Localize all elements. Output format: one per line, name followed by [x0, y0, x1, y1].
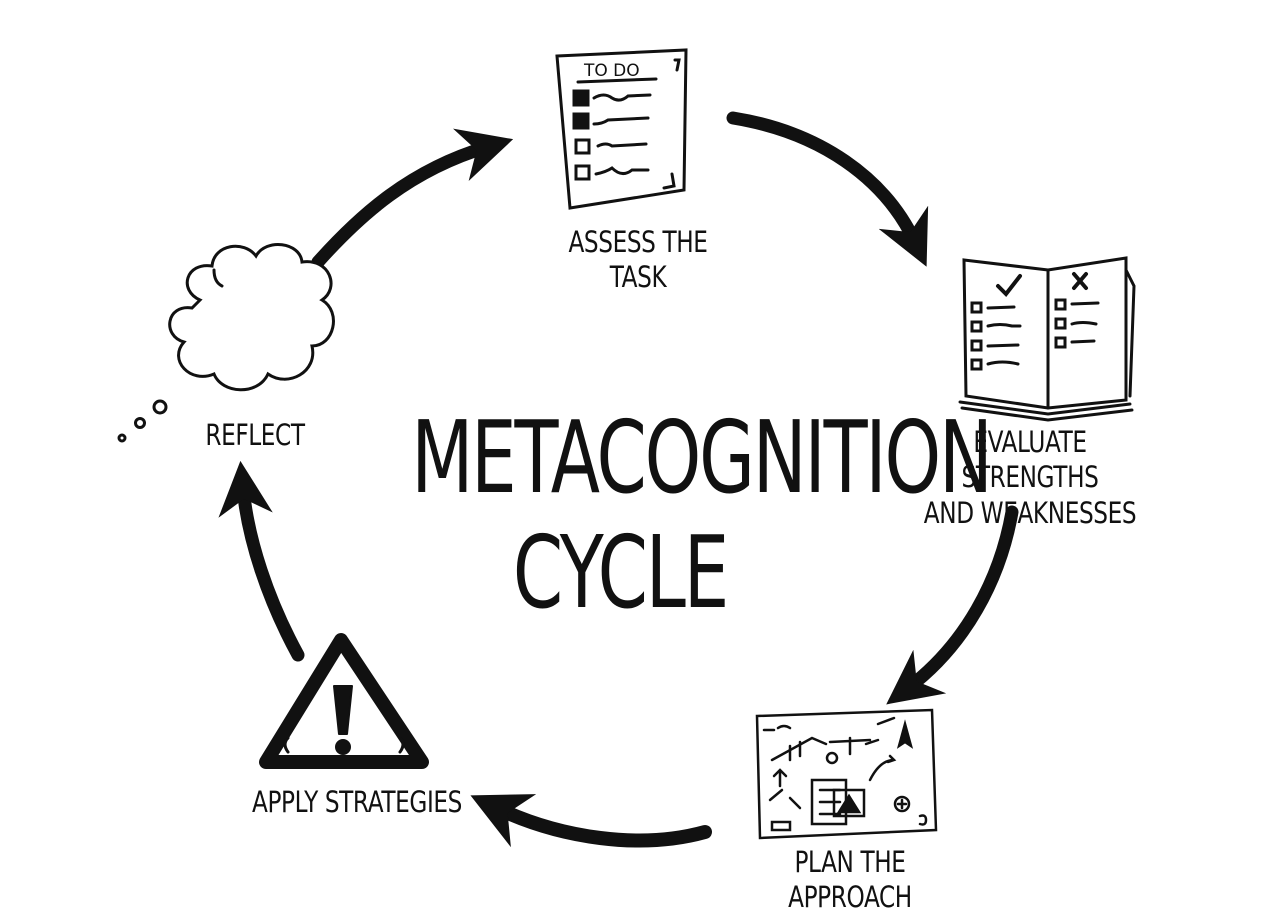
arrow-apply-to-reflect	[218, 460, 305, 662]
step-label-apply: APPLY STRATEGIES	[251, 785, 463, 819]
step-label-plan: PLAN THE APPROACH	[788, 845, 912, 915]
step-label-evaluate: EVALUATE STRENGTHS AND WEAKNESSES	[923, 425, 1137, 530]
arrow-assess-to-evaluate	[726, 111, 929, 267]
pros-cons-book-icon	[958, 256, 1136, 422]
thought-cloud-icon	[117, 243, 335, 443]
todo-list-icon	[555, 48, 688, 210]
diagram-title: METACOGNITION CYCLE	[411, 399, 993, 631]
arrow-reflect-to-assess	[311, 128, 514, 269]
arrow-evaluate-to-plan	[886, 505, 1019, 705]
step-label-reflect: REFLECT	[205, 418, 305, 452]
arrow-plan-to-apply	[470, 794, 712, 848]
step-label-assess: ASSESS THE TASK	[568, 225, 708, 295]
map-plan-icon	[755, 708, 938, 840]
warning-triangle-icon	[259, 633, 429, 769]
